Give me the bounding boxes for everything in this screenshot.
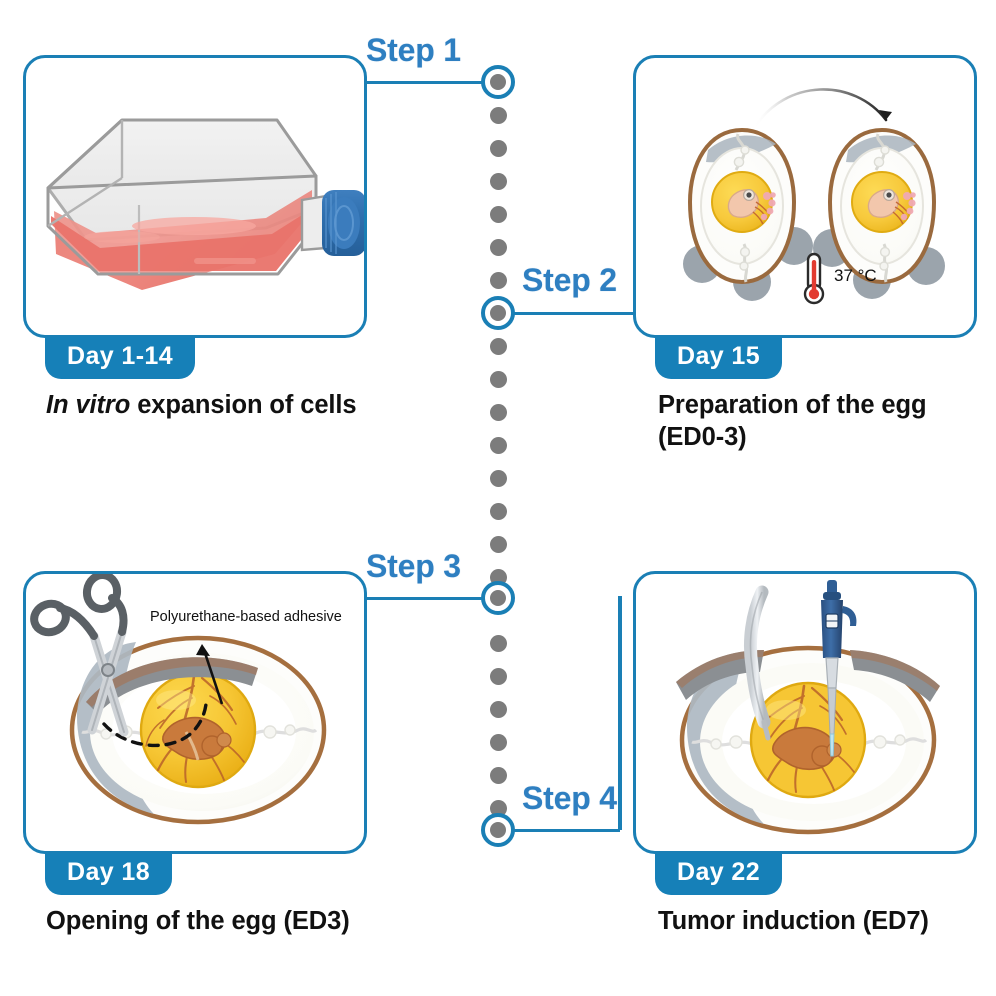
panel-step4[interactable] <box>633 571 977 854</box>
connector-step2 <box>498 311 636 315</box>
illustration-egg-opening <box>26 574 364 851</box>
step-label-2: Step 2 <box>522 262 617 298</box>
illustration-egg-tumor-induction <box>636 574 974 851</box>
caption-step1-italic: In vitro <box>46 391 131 419</box>
caption-step1-rest: expansion of cells <box>130 391 357 419</box>
timeline-dot <box>489 733 507 751</box>
step-label-3: Step 3 <box>366 548 461 584</box>
timeline-dot <box>489 535 507 553</box>
illustration-cell-culture-flask <box>26 58 364 335</box>
timeline-dot <box>489 403 507 421</box>
timeline-dot <box>489 238 507 256</box>
connector-step3 <box>366 596 498 600</box>
timeline-dot <box>489 436 507 454</box>
timeline-dot <box>489 634 507 652</box>
caption-step2: Preparation of the egg (ED0-3) <box>658 391 927 451</box>
timeline-dot <box>489 271 507 289</box>
timeline-dot <box>489 370 507 388</box>
step-label-1: Step 1 <box>366 32 461 68</box>
caption-step1: In vitro expansion of cells <box>46 390 357 422</box>
temperature-label: 37 °C <box>834 266 877 285</box>
timeline-dot <box>489 502 507 520</box>
day-badge-step3: Day 18 <box>45 853 173 895</box>
connector-step4-vertical <box>618 596 622 830</box>
timeline-dot <box>489 337 507 355</box>
timeline-dot <box>489 667 507 685</box>
timeline-node-step1[interactable] <box>481 65 515 99</box>
timeline-node-step2[interactable] <box>481 296 515 330</box>
connector-step4-horizontal <box>498 828 620 832</box>
timeline-dot <box>489 139 507 157</box>
timeline-node-step3[interactable] <box>481 581 515 615</box>
timeline-dot <box>489 172 507 190</box>
step-label-4: Step 4 <box>522 780 617 816</box>
panel-step1[interactable] <box>23 55 367 338</box>
caption-step3: Opening of the egg (ED3) <box>46 907 350 935</box>
day-badge-step2: Day 15 <box>655 337 783 379</box>
connector-step1 <box>366 80 498 84</box>
adhesive-annotation-label: Polyurethane-based adhesive <box>150 609 342 625</box>
timeline-dot <box>489 469 507 487</box>
timeline-dot <box>489 766 507 784</box>
day-badge-step1: Day 1-14 <box>45 337 196 379</box>
panel-step3[interactable]: Polyurethane-based adhesive <box>23 571 367 854</box>
caption-step4: Tumor induction (ED7) <box>658 907 929 935</box>
day-badge-step4: Day 22 <box>655 853 783 895</box>
timeline-dot <box>489 700 507 718</box>
illustration-two-eggs <box>636 58 974 335</box>
timeline-dot <box>489 106 507 124</box>
timeline-dot <box>489 799 507 817</box>
timeline-dot <box>489 205 507 223</box>
panel-step2[interactable]: 37 °C <box>633 55 977 338</box>
timeline-node-step4[interactable] <box>481 813 515 847</box>
